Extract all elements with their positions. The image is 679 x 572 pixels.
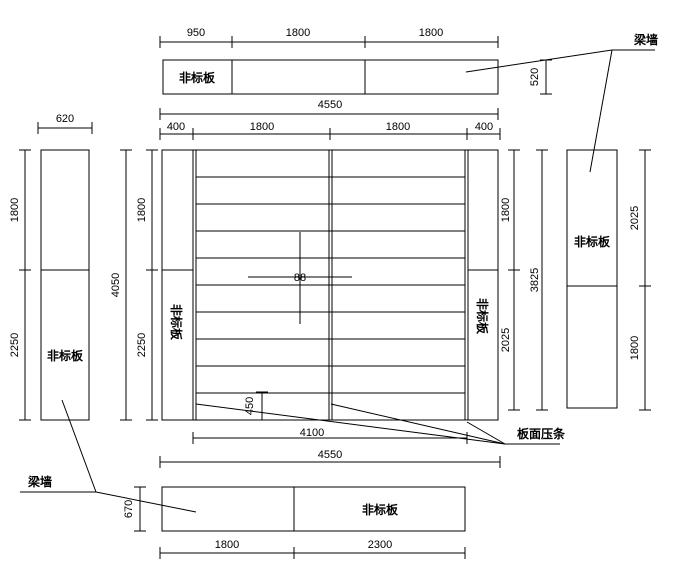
floor-strip-label: 板面压条 bbox=[517, 426, 566, 441]
bottom-dim-2300: 2300 bbox=[368, 539, 392, 551]
strip-gap-dim: 450 bbox=[244, 397, 256, 415]
right-lower-dim: 1800 bbox=[629, 336, 641, 360]
top-total-dim: 4550 bbox=[318, 99, 342, 111]
left-panel: 620 非标板 1800 2250 梁墙 bbox=[9, 113, 97, 493]
top-dim-950: 950 bbox=[187, 27, 205, 39]
grid-left-lower-dim: 2250 bbox=[136, 333, 148, 357]
grid-dim-1800-b: 1800 bbox=[386, 121, 410, 133]
top-dim-1800-b: 1800 bbox=[419, 27, 443, 39]
grid-left-upper-dim: 1800 bbox=[136, 198, 148, 222]
right-total-dim: 3825 bbox=[529, 268, 541, 292]
right-upper-dim: 2025 bbox=[629, 206, 641, 230]
grid-outer-frame bbox=[161, 149, 499, 421]
grid-bottom-inner-dim: 4100 bbox=[300, 427, 324, 439]
batten-lines bbox=[196, 176, 465, 394]
bottom-height-dim: 670 bbox=[123, 500, 135, 518]
right-panel-rect bbox=[566, 149, 618, 409]
grid-height-total-dim: 4050 bbox=[110, 273, 122, 297]
bottom-panel: 非标板 670 1800 2300 bbox=[95, 486, 466, 559]
left-width-dim: 620 bbox=[56, 113, 74, 125]
grid-dim-1800-a: 1800 bbox=[250, 121, 274, 133]
grid-dim-400-right: 400 bbox=[475, 121, 493, 133]
left-upper-dim: 1800 bbox=[9, 198, 21, 222]
top-panel-rect bbox=[162, 59, 499, 95]
bottom-dim-1800: 1800 bbox=[215, 539, 239, 551]
grid-bottom-total-dim: 4550 bbox=[318, 449, 342, 461]
top-panel: 950 1800 1800 非标板 4550 520 梁墙 bbox=[159, 27, 658, 120]
grid-left-nonstd-label: 非标板 bbox=[169, 304, 184, 341]
grid-right-lower-dim: 2025 bbox=[500, 328, 512, 352]
top-height-dim: 520 bbox=[529, 68, 541, 86]
grid-dim-400-left: 400 bbox=[167, 121, 185, 133]
grid-right-upper-dim: 1800 bbox=[500, 198, 512, 222]
right-panel: 3825 非标板 2025 1800 bbox=[529, 49, 651, 411]
bottom-nonstd-label: 非标板 bbox=[362, 502, 399, 517]
main-grid: 400 1800 1800 400 88 bbox=[110, 121, 566, 468]
bottom-panel-rect bbox=[161, 486, 466, 532]
left-nonstd-label: 非标板 bbox=[47, 348, 84, 363]
left-panel-rect bbox=[40, 149, 90, 421]
grid-right-nonstd-label: 非标板 bbox=[475, 298, 490, 335]
top-nonstd-label: 非标板 bbox=[179, 70, 216, 85]
top-beam-wall-label: 梁墙 bbox=[633, 32, 658, 47]
left-lower-dim: 2250 bbox=[9, 333, 21, 357]
left-beam-wall-label: 梁墙 bbox=[27, 474, 52, 489]
center-mark: 88 bbox=[294, 272, 306, 284]
right-nonstd-label: 非标板 bbox=[574, 234, 611, 249]
top-dim-1800-a: 1800 bbox=[286, 27, 310, 39]
